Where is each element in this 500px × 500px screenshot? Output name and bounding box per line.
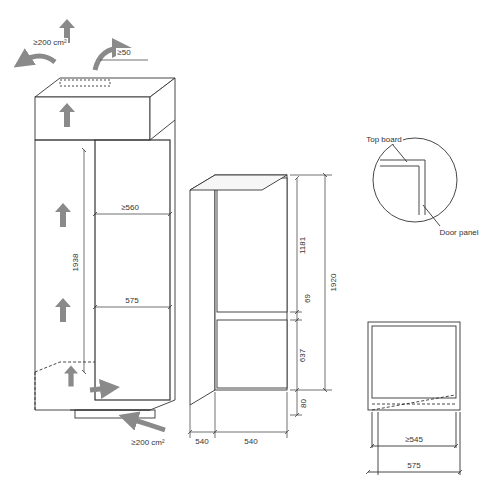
dimension-label: ≥560: [120, 203, 140, 212]
dimension-label: ≥545: [404, 435, 424, 444]
area-label: ≥200 cm²: [130, 438, 165, 447]
dimension-label: 1938: [71, 252, 80, 272]
airflow-arrows: [22, 19, 165, 430]
part-name: Top board: [365, 135, 403, 144]
fridge-dimensions: [188, 175, 332, 438]
cabinet-dimensions: [84, 60, 170, 372]
dimension-label: 540: [194, 437, 209, 446]
dimension-label: 80: [299, 398, 308, 409]
top-board-detail: [373, 138, 457, 226]
dimension-label: 637: [298, 347, 307, 362]
dimension-label: 1920: [329, 272, 338, 292]
cabinet-niche: [35, 78, 175, 418]
area-label: ≥200 cm²: [32, 38, 67, 47]
dimension-label: 575: [406, 461, 421, 470]
fridge-appliance: [190, 175, 287, 405]
dimension-label: 540: [243, 437, 258, 446]
plan-view: [368, 322, 460, 475]
part-name: Door panel: [438, 228, 479, 237]
dimension-label: 69: [303, 293, 312, 304]
dimension-label: 575: [124, 296, 139, 305]
dimension-label: ≥50: [116, 48, 131, 57]
dimension-label: 1181: [298, 235, 307, 254]
